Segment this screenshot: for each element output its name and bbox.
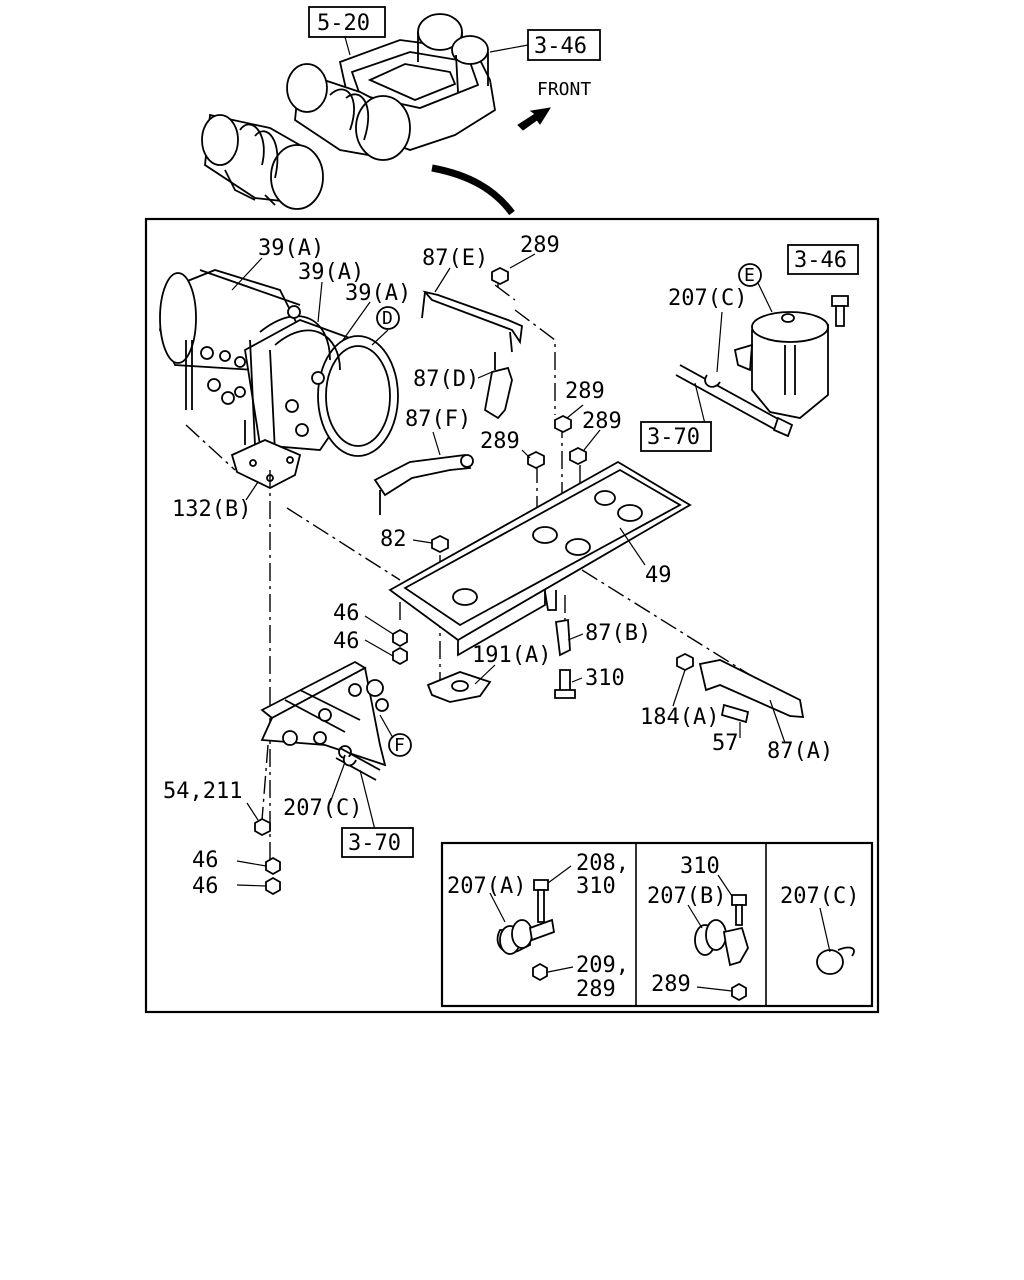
bracket-87e[interactable] — [422, 290, 523, 345]
callout-d[interactable]: D — [382, 308, 393, 329]
label-132b[interactable]: 132(B) — [172, 497, 251, 522]
label-184a[interactable]: 184(A) — [640, 705, 719, 730]
label-46-d[interactable]: 46 — [192, 874, 219, 899]
nut-289-top[interactable] — [491, 266, 509, 286]
bracket-87d[interactable] — [484, 366, 513, 420]
main-frame — [144, 217, 880, 1014]
nut-54-211[interactable] — [254, 817, 271, 837]
nut-289-b[interactable] — [569, 446, 587, 466]
nut-82[interactable] — [431, 534, 449, 554]
part-labels: 39(A) 39(A) 39(A) D 87(E) 289 87(D) 289 … — [163, 233, 859, 899]
label-46-c[interactable]: 46 — [192, 848, 219, 873]
label-191a[interactable]: 191(A) — [472, 643, 551, 668]
nut-46-a[interactable] — [392, 628, 408, 648]
frame-49[interactable] — [388, 460, 692, 657]
label-39a-3[interactable]: 39(A) — [345, 281, 411, 306]
inset-label-207a[interactable]: 207(A) — [447, 874, 526, 899]
inset-label-207b[interactable]: 207(B) — [647, 884, 726, 909]
inset-panel-207c[interactable]: 207(C) — [780, 884, 859, 975]
label-49[interactable]: 49 — [645, 563, 672, 588]
inset-label-207c[interactable]: 207(C) — [780, 884, 859, 909]
tank-fittings — [200, 305, 325, 437]
valve-assembly[interactable] — [260, 660, 389, 767]
label-289-c[interactable]: 289 — [480, 429, 520, 454]
ref-5-20: 5-20 — [317, 11, 370, 36]
nut-46-d[interactable] — [265, 876, 281, 896]
ref-3-46: 3-46 — [794, 248, 847, 273]
label-207c-mid[interactable]: 207(C) — [283, 796, 362, 821]
label-82[interactable]: 82 — [380, 527, 407, 552]
ref-box-5-20[interactable] — [308, 6, 386, 38]
inset-label-209[interactable]: 209, — [576, 953, 629, 978]
air-tank-e[interactable] — [733, 311, 829, 419]
inset-label-310-b[interactable]: 310 — [680, 854, 720, 879]
label-289-b[interactable]: 289 — [582, 409, 622, 434]
bracket-87a[interactable] — [698, 659, 805, 718]
bracket-87b[interactable] — [555, 618, 571, 657]
callout-f-circle — [388, 733, 412, 757]
inset-label-310-a[interactable]: 310 — [576, 874, 616, 899]
pointer-arrow-icon — [431, 164, 515, 216]
nut-289-c[interactable] — [527, 450, 545, 470]
label-57[interactable]: 57 — [712, 731, 739, 756]
ref-box-3-70-top[interactable] — [640, 421, 712, 452]
label-54-211[interactable]: 54,211 — [163, 779, 242, 804]
main-drawing — [159, 266, 849, 896]
inset-frame — [440, 841, 874, 1008]
label-207c-top[interactable]: 207(C) — [668, 286, 747, 311]
nut-289-a[interactable] — [554, 414, 572, 434]
detail-inset: 207(A) 208, 310 209, 289 310 207(B) 289 — [440, 841, 874, 1008]
front-label: FRONT — [537, 79, 591, 100]
label-39a-2[interactable]: 39(A) — [298, 260, 364, 285]
ref-box-3-70-bottom[interactable] — [341, 827, 414, 858]
ref-3-46-top: 3-46 — [534, 34, 587, 59]
overview-illustration: 5-20 3-46 FRONT — [201, 6, 601, 216]
ref-box-3-46[interactable] — [787, 244, 859, 275]
inset-label-289-b[interactable]: 289 — [651, 972, 691, 997]
inset-label-208[interactable]: 208, — [576, 851, 629, 876]
callout-e-circle — [738, 263, 762, 287]
front-arrow-icon — [517, 107, 552, 131]
label-289-top[interactable]: 289 — [520, 233, 560, 258]
label-46-b[interactable]: 46 — [333, 629, 360, 654]
label-87f[interactable]: 87(F) — [405, 407, 471, 432]
air-tanks[interactable] — [159, 269, 399, 457]
callout-d-circle — [376, 306, 400, 330]
nut-46-c[interactable] — [265, 856, 281, 876]
ref-3-70-bottom: 3-70 — [348, 831, 401, 856]
inset-panel-207b[interactable]: 310 207(B) 289 — [647, 854, 749, 1002]
label-87b[interactable]: 87(B) — [585, 621, 651, 646]
clamp-207c-mid[interactable] — [342, 754, 357, 767]
leader-lines — [231, 253, 786, 887]
inset-label-289-a[interactable]: 289 — [576, 977, 616, 1002]
bolt-57[interactable] — [720, 703, 750, 724]
label-87e[interactable]: 87(E) — [422, 246, 488, 271]
plate-191a[interactable] — [426, 671, 492, 703]
callout-f[interactable]: F — [394, 735, 405, 756]
label-87d[interactable]: 87(D) — [413, 367, 479, 392]
label-310[interactable]: 310 — [585, 666, 625, 691]
clamp-207c-top[interactable] — [704, 374, 721, 388]
label-46-a[interactable]: 46 — [333, 601, 360, 626]
ref-box-3-46-top[interactable] — [527, 29, 601, 61]
bracket-87f[interactable] — [373, 454, 472, 497]
nut-46-b[interactable] — [392, 646, 408, 666]
inset-panel-207a[interactable]: 207(A) 208, 310 209, 289 — [447, 851, 629, 1002]
nut-184a[interactable] — [676, 652, 694, 672]
plate-132b[interactable] — [230, 439, 302, 490]
label-87a[interactable]: 87(A) — [767, 739, 833, 764]
label-289-a[interactable]: 289 — [565, 379, 605, 404]
label-39a-1[interactable]: 39(A) — [258, 236, 324, 261]
ref-3-70-top: 3-70 — [647, 425, 700, 450]
callout-e[interactable]: E — [744, 265, 755, 286]
